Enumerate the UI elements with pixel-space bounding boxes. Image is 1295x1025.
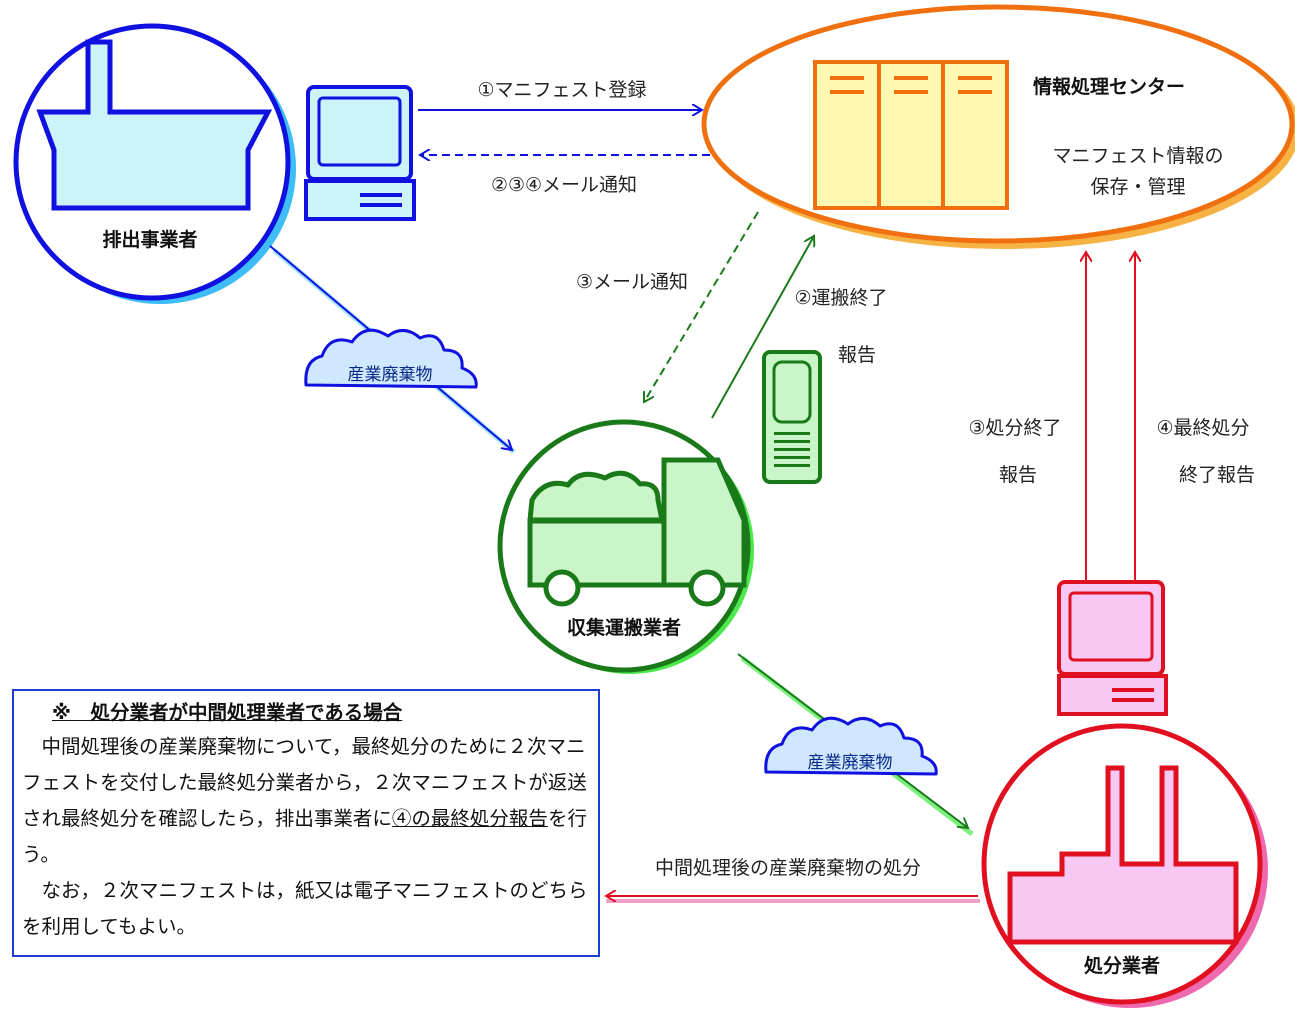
note-final-disposal-report: ④の最終処分報告: [391, 807, 548, 830]
center-node: 情報処理センター マニフェスト情報の 保存・管理: [701, 4, 1295, 249]
note-paragraph-1-end: を行う。: [22, 807, 587, 866]
discharger-computer-icon: [304, 85, 416, 221]
final-disposal-label-line1: ④最終処分: [1156, 417, 1249, 439]
disposal-done-label-line1: ③処分終了: [968, 417, 1061, 439]
incinerator-icon: [1007, 765, 1239, 945]
note-paragraph-1-text: 中間処理後の産業廃棄物について，最終処分のために２次マニフェストを交付した最終処…: [22, 735, 587, 830]
mobile-terminal-icon: [762, 350, 822, 484]
disposer-computer-icon: [1057, 580, 1168, 716]
center-title: 情報処理センター: [1033, 75, 1185, 98]
intermediate-disposal-label: 中間処理後の産業廃棄物の処分: [655, 857, 921, 879]
discharger-node: 排出事業者: [13, 23, 296, 304]
disposer-node: 処分業者: [981, 723, 1268, 1008]
note-paragraph-1: 中間処理後の産業廃棄物について，最終処分のために２次マニフェストを交付した最終処…: [22, 729, 590, 873]
waste-cloud-2: 産業廃棄物: [764, 716, 938, 776]
note-paragraph-2: なお，２次マニフェストは，紙又は電子マニフェストのどちらを利用してもよい。: [22, 879, 588, 938]
transport-done-arrow: [711, 236, 814, 419]
final-disposal-label-line2: 終了報告: [1179, 464, 1255, 486]
disposal-done-label-line2: 報告: [999, 464, 1037, 486]
mail-notice-3-arrow: [644, 211, 759, 402]
center-desc-line2: 保存・管理: [1090, 176, 1185, 198]
note-title: ※ 処分業者が中間処理業者である場合: [52, 701, 403, 724]
waste-cloud-2-label: 産業廃棄物: [808, 753, 893, 773]
mail-notice-234-label: ②③④メール通知: [491, 174, 637, 196]
transporter-label: 収集運搬業者: [567, 616, 681, 639]
disposer-label: 処分業者: [1084, 954, 1160, 977]
waste-cloud-1-label: 産業廃棄物: [348, 365, 433, 385]
discharger-label: 排出事業者: [102, 228, 197, 251]
transporter-node: 収集運搬業者: [497, 419, 754, 674]
factory-icon: [36, 39, 273, 211]
registration-label: ①マニフェスト登録: [477, 79, 646, 101]
note-box: ※ 処分業者が中間処理業者である場合 中間処理後の産業廃棄物について，最終処分の…: [12, 689, 600, 957]
mail-notice-3-label: ③メール通知: [576, 271, 688, 293]
transport-done-label-line2: 報告: [838, 344, 876, 366]
truck-icon: [527, 457, 747, 607]
waste-cloud-1: 産業廃棄物: [304, 328, 478, 389]
center-desc-line1: マニフェスト情報の: [1052, 145, 1223, 167]
server-rack-icon: [813, 60, 1009, 210]
transport-done-label-line1: ②運搬終了: [794, 287, 887, 309]
